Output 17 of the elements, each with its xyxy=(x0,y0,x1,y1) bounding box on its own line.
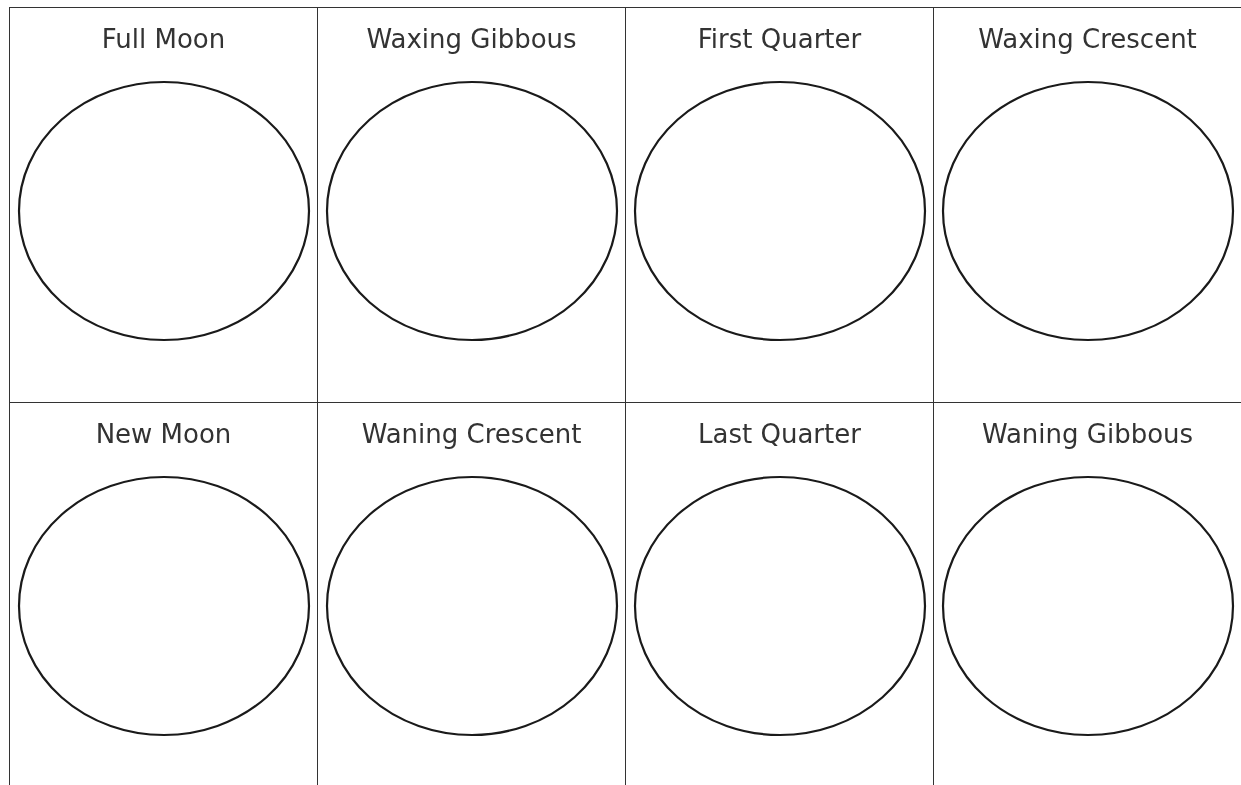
moon-outline-circle xyxy=(17,80,311,342)
phase-name: New Moon xyxy=(95,418,232,451)
phase-name: Waning Crescent xyxy=(361,418,582,451)
phase-name: Waning Gibbous xyxy=(981,418,1194,451)
moon-outline-circle xyxy=(17,475,311,737)
moon-outline-circle xyxy=(325,80,619,342)
phase-cell xyxy=(9,7,318,403)
phase-name: Waxing Gibbous xyxy=(366,23,577,56)
moon-outline-circle xyxy=(941,475,1235,737)
phase-name: Last Quarter xyxy=(698,418,861,451)
phase-name: Waxing Crescent xyxy=(978,23,1197,56)
moon-outline-circle xyxy=(633,80,927,342)
moon-outline-circle xyxy=(633,475,927,737)
moon-outline-circle xyxy=(941,80,1235,342)
phase-name: Full Moon xyxy=(101,23,226,56)
phase-name: First Quarter xyxy=(697,23,862,56)
moon-outline-circle xyxy=(325,475,619,737)
